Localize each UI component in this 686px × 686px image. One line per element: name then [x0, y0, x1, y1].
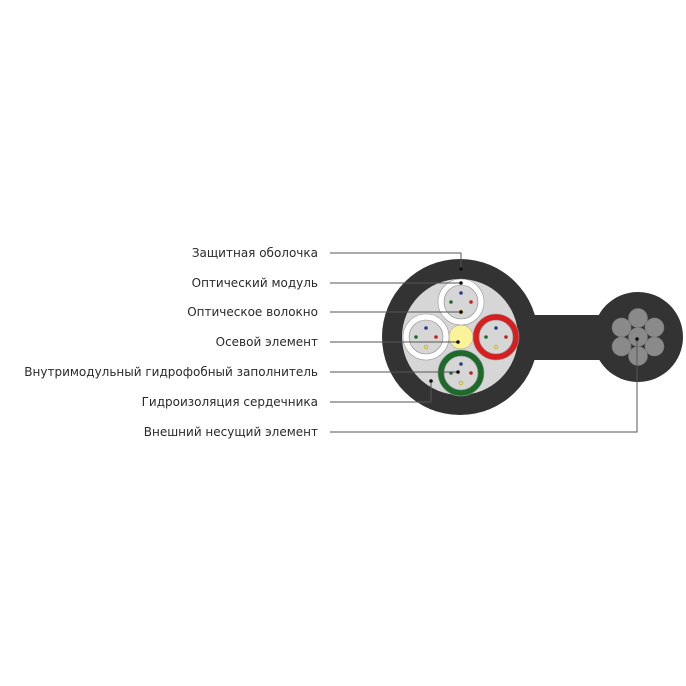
fiber [423, 344, 429, 350]
steel-strand [644, 336, 665, 357]
fiber [414, 335, 418, 339]
leader-dot [459, 310, 463, 314]
fiber [459, 362, 463, 366]
label-external-messenger: Внешний несущий элемент [144, 425, 318, 439]
label-hydrophobic-filler: Внутримодульный гидрофобный заполнитель [24, 365, 318, 379]
label-central-member: Осевой элемент [216, 335, 318, 349]
leader-dot [459, 267, 463, 271]
label-core-water-blocking: Гидроизоляция сердечника [142, 395, 318, 409]
leader-dot [635, 337, 639, 341]
leader-dot [456, 370, 460, 374]
steel-strand [628, 327, 648, 347]
module-gel [443, 355, 479, 391]
fiber [504, 335, 508, 339]
optical-module [437, 278, 485, 326]
module-gel [408, 319, 444, 355]
optical-module [472, 313, 520, 361]
fiber [494, 326, 498, 330]
steel-strand [628, 308, 648, 328]
leader-dot [459, 281, 463, 285]
central-member [448, 324, 474, 350]
steel-strands [611, 308, 665, 366]
leader-line [330, 381, 432, 403]
leader-line [330, 252, 462, 269]
optical-modules [402, 278, 520, 397]
fiber [484, 335, 488, 339]
steel-strand [628, 346, 648, 366]
label-optical-module: Оптический модуль [192, 276, 318, 290]
leader-dot [456, 340, 460, 344]
label-optical-fiber: Оптическое волокно [187, 305, 318, 319]
leader-line [330, 339, 638, 433]
steel-strand [611, 317, 632, 338]
optical-module [437, 349, 485, 397]
steel-strand [644, 317, 665, 338]
fiber [434, 335, 438, 339]
label-protective-sheath: Защитная оболочка [192, 246, 318, 260]
leader-lines [330, 252, 639, 433]
fiber [469, 371, 473, 375]
leader-dot [429, 379, 433, 383]
fiber [493, 344, 499, 350]
module-gel [443, 284, 479, 320]
fiber [459, 291, 463, 295]
fiber [458, 380, 464, 386]
steel-strand [611, 336, 632, 357]
module-gel [478, 319, 514, 355]
optical-module [402, 313, 450, 361]
fiber [424, 326, 428, 330]
fiber [449, 300, 453, 304]
fiber [469, 300, 473, 304]
